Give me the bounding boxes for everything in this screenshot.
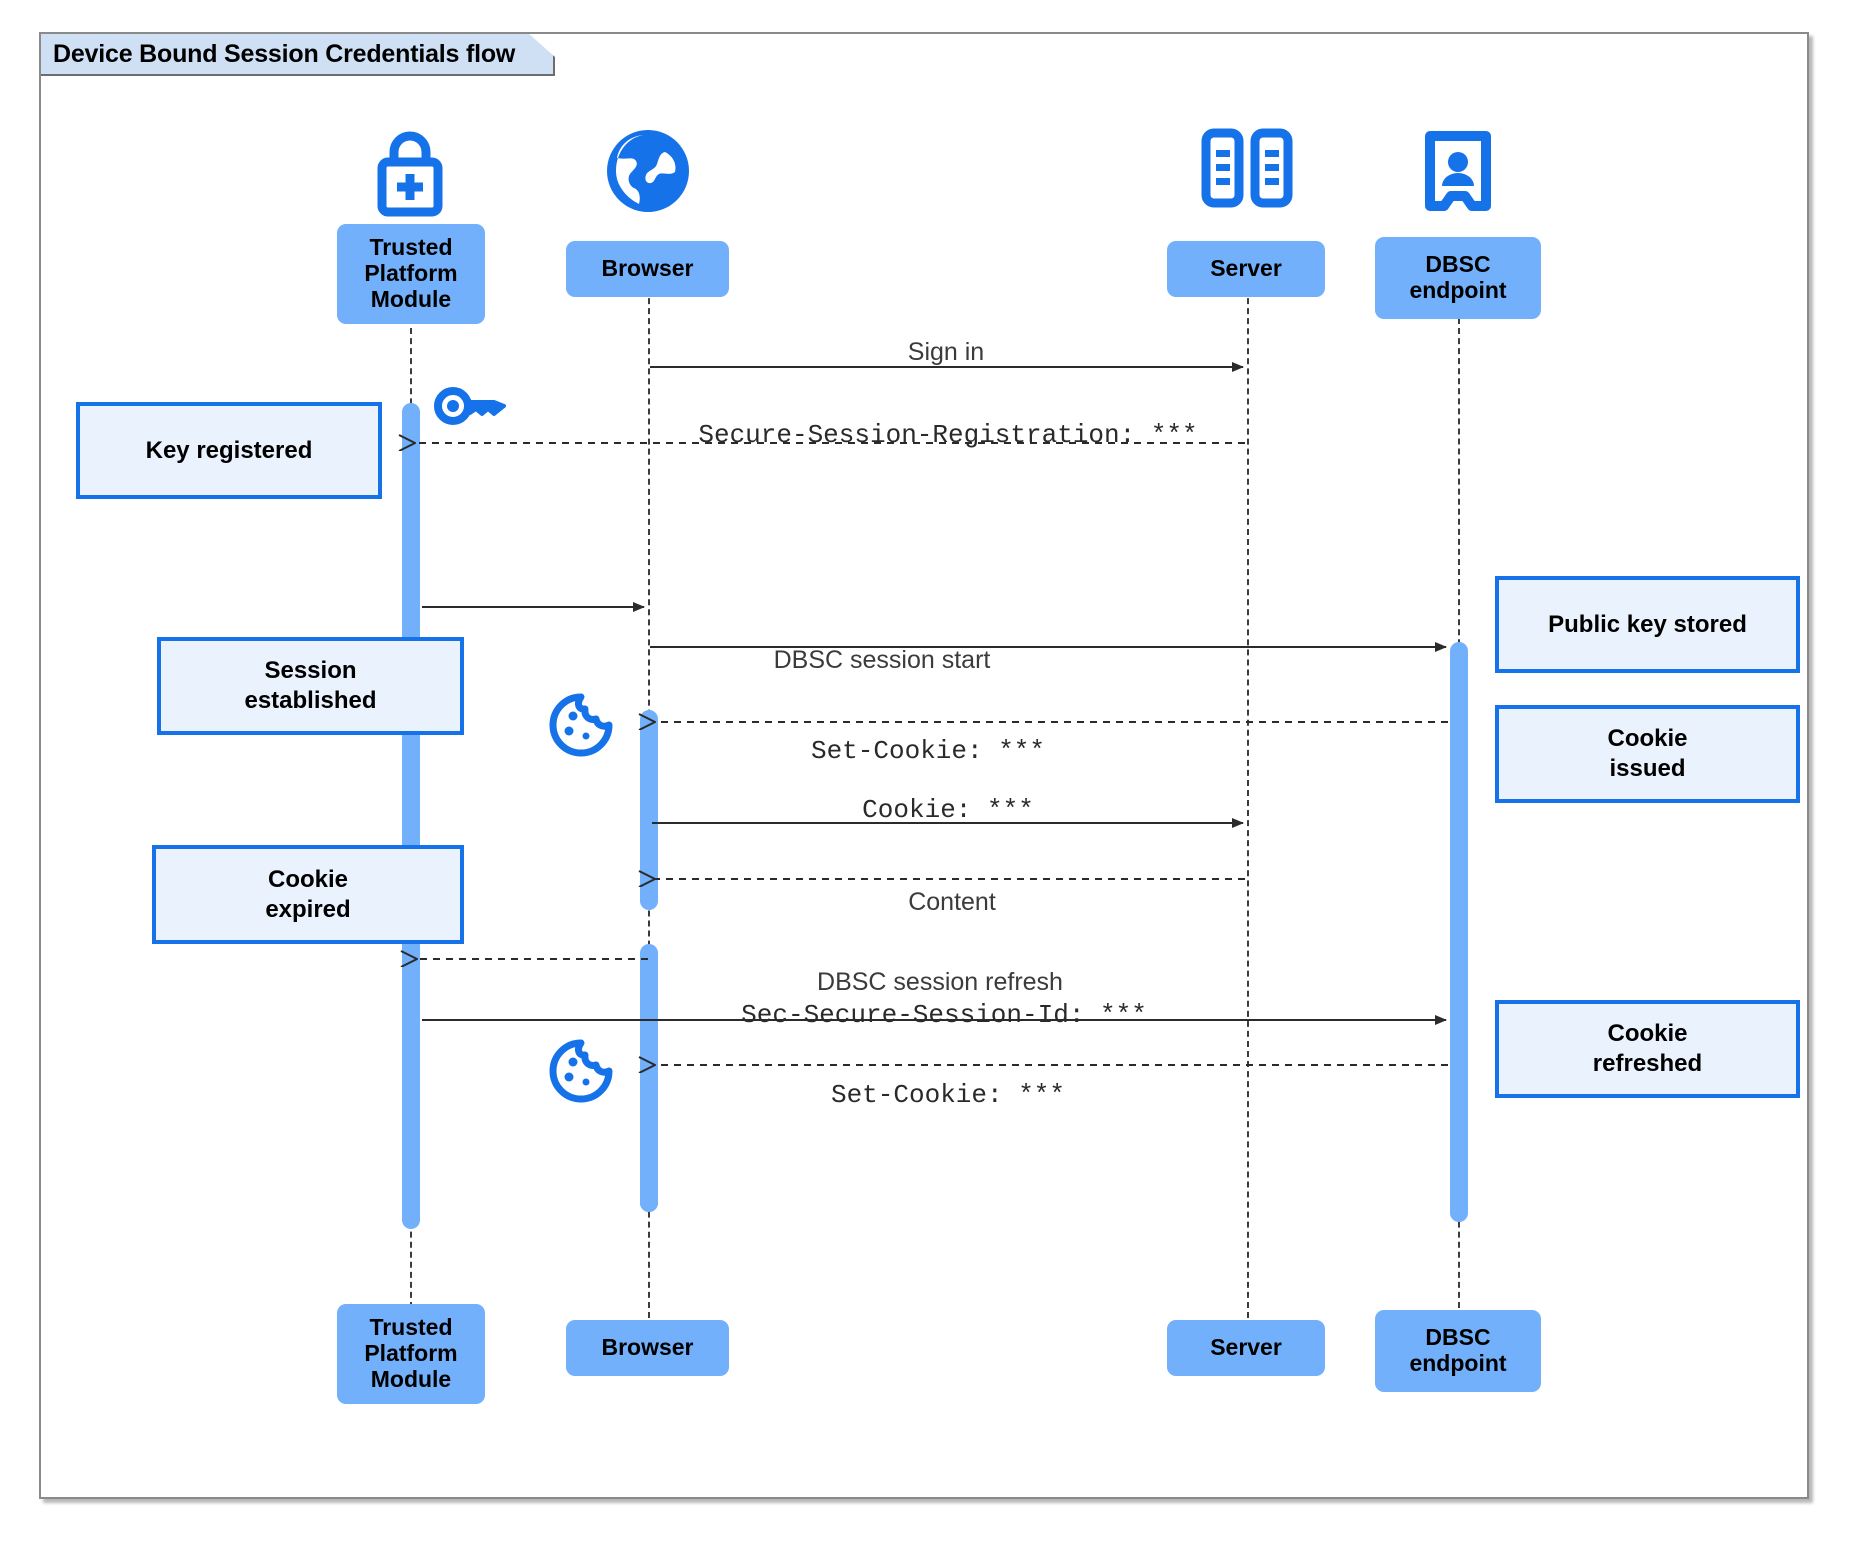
server-rack-icon bbox=[1200, 128, 1294, 213]
participant-browser-bottom[interactable]: Browser bbox=[566, 1320, 729, 1376]
msg-label-ssr: Secure-Session-Registration: *** bbox=[698, 420, 1198, 450]
participant-label: Browser bbox=[601, 1334, 694, 1361]
participant-label: Server bbox=[1210, 255, 1282, 282]
participant-label: DBSC endpoint bbox=[1409, 1324, 1507, 1376]
note-text: Cookie issued bbox=[1607, 725, 1688, 782]
msg-label-content: Content bbox=[908, 888, 996, 916]
msg-label-refresh: DBSC session refresh bbox=[817, 968, 1063, 996]
msg-label-sign-in: Sign in bbox=[907, 338, 985, 366]
participant-label: Browser bbox=[601, 255, 694, 282]
activation-tpm bbox=[402, 403, 420, 1229]
msg-label-set-cookie-1: Set-Cookie: *** bbox=[810, 736, 1046, 766]
participant-tpm-top[interactable]: Trusted Platform Module bbox=[337, 224, 485, 324]
participant-dbsc-bottom[interactable]: DBSC endpoint bbox=[1375, 1310, 1541, 1392]
msg-label-set-cookie-2: Set-Cookie: *** bbox=[830, 1080, 1066, 1110]
participant-dbsc-top[interactable]: DBSC endpoint bbox=[1375, 237, 1541, 319]
msg-label-dbsc-start: DBSC session start bbox=[773, 646, 991, 674]
msg-label-session-id: Sec-Secure-Session-Id: *** bbox=[741, 1000, 1147, 1030]
activation-browser-3 bbox=[640, 1044, 658, 1212]
note-cookie-expired: Cookie expired bbox=[152, 845, 464, 944]
participant-label: Server bbox=[1210, 1334, 1282, 1361]
note-text: Cookie refreshed bbox=[1592, 1020, 1703, 1077]
note-cookie-refreshed: Cookie refreshed bbox=[1495, 1000, 1800, 1098]
activation-browser-1 bbox=[640, 710, 658, 910]
participant-label: Trusted Platform Module bbox=[364, 234, 458, 312]
key-icon bbox=[432, 382, 514, 435]
note-public-key-stored: Public key stored bbox=[1495, 576, 1800, 673]
note-text: Public key stored bbox=[1548, 610, 1747, 638]
activation-dbsc bbox=[1450, 642, 1468, 1222]
participant-server-bottom[interactable]: Server bbox=[1167, 1320, 1325, 1376]
participant-server-top[interactable]: Server bbox=[1167, 241, 1325, 297]
note-cookie-issued: Cookie issued bbox=[1495, 705, 1800, 803]
note-session-established: Session established bbox=[157, 637, 464, 735]
globe-icon bbox=[603, 126, 693, 221]
cookie-icon bbox=[548, 692, 614, 763]
note-text: Cookie expired bbox=[265, 865, 351, 923]
id-badge-icon bbox=[1422, 130, 1494, 219]
lifeline-server bbox=[1247, 278, 1249, 1318]
participant-label: Trusted Platform Module bbox=[364, 1314, 458, 1392]
lock-plus-icon bbox=[368, 124, 452, 225]
cookie-icon bbox=[548, 1038, 614, 1109]
participant-browser-top[interactable]: Browser bbox=[566, 241, 729, 297]
note-text: Session established bbox=[244, 657, 377, 714]
note-key-registered: Key registered bbox=[76, 402, 382, 499]
msg-label-cookie: Cookie: *** bbox=[862, 795, 1034, 825]
participant-label: DBSC endpoint bbox=[1409, 251, 1507, 303]
frame-title: Device Bound Session Credentials flow bbox=[41, 34, 555, 76]
note-text: Key registered bbox=[145, 436, 313, 464]
participant-tpm-bottom[interactable]: Trusted Platform Module bbox=[337, 1304, 485, 1404]
